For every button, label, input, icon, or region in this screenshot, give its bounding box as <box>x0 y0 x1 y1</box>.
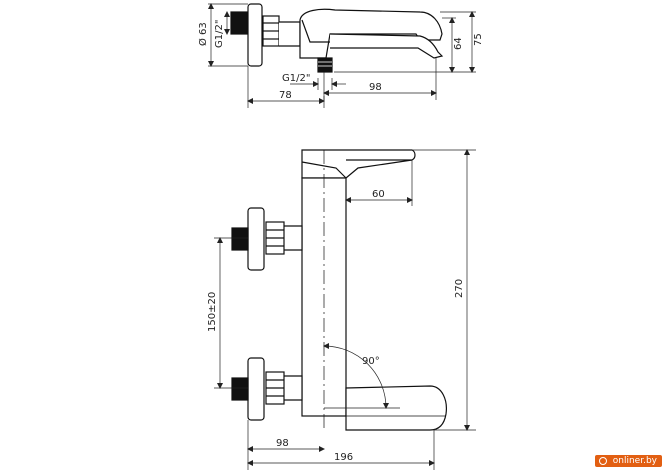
front-width-196-label: 196 <box>334 452 353 463</box>
top-spout <box>329 33 444 59</box>
watermark-text: onliner.by <box>612 456 657 466</box>
top-connector-thread <box>230 11 248 35</box>
front-lower-disk <box>247 357 265 421</box>
watermark: onliner.by <box>594 455 662 467</box>
front-spacing-label: 150±20 <box>207 292 218 332</box>
front-spout-60-label: 60 <box>372 189 385 200</box>
top-thread-bottom-label: G1/2" <box>282 73 310 84</box>
front-upper-thread <box>231 227 249 251</box>
front-upper-disk <box>247 207 265 271</box>
top-width-98-label: 98 <box>369 82 382 93</box>
front-view <box>231 149 447 431</box>
top-mixer-body <box>299 8 443 59</box>
top-height-64-label: 64 <box>453 37 464 50</box>
top-height-75-label: 75 <box>473 33 484 46</box>
top-width-78-label: 78 <box>279 90 292 101</box>
front-lever <box>301 149 416 179</box>
top-body <box>279 21 301 47</box>
front-upper-pipe <box>284 225 303 251</box>
front-lower-thread <box>231 377 249 401</box>
top-view-dimensions <box>208 2 476 108</box>
top-outlet-thread <box>317 57 333 73</box>
onliner-logo-icon <box>598 456 610 466</box>
top-view <box>230 3 444 73</box>
top-thread-side-label: G1/2" <box>214 20 225 48</box>
front-lower-pipe <box>284 375 303 401</box>
front-view-dimensions <box>214 149 476 470</box>
top-eccentric-disk <box>247 3 263 67</box>
top-diameter-label: Ø 63 <box>197 22 209 46</box>
front-angle-label: 90° <box>362 356 380 367</box>
front-width-98-label: 98 <box>276 438 289 449</box>
front-height-270-label: 270 <box>454 279 465 298</box>
